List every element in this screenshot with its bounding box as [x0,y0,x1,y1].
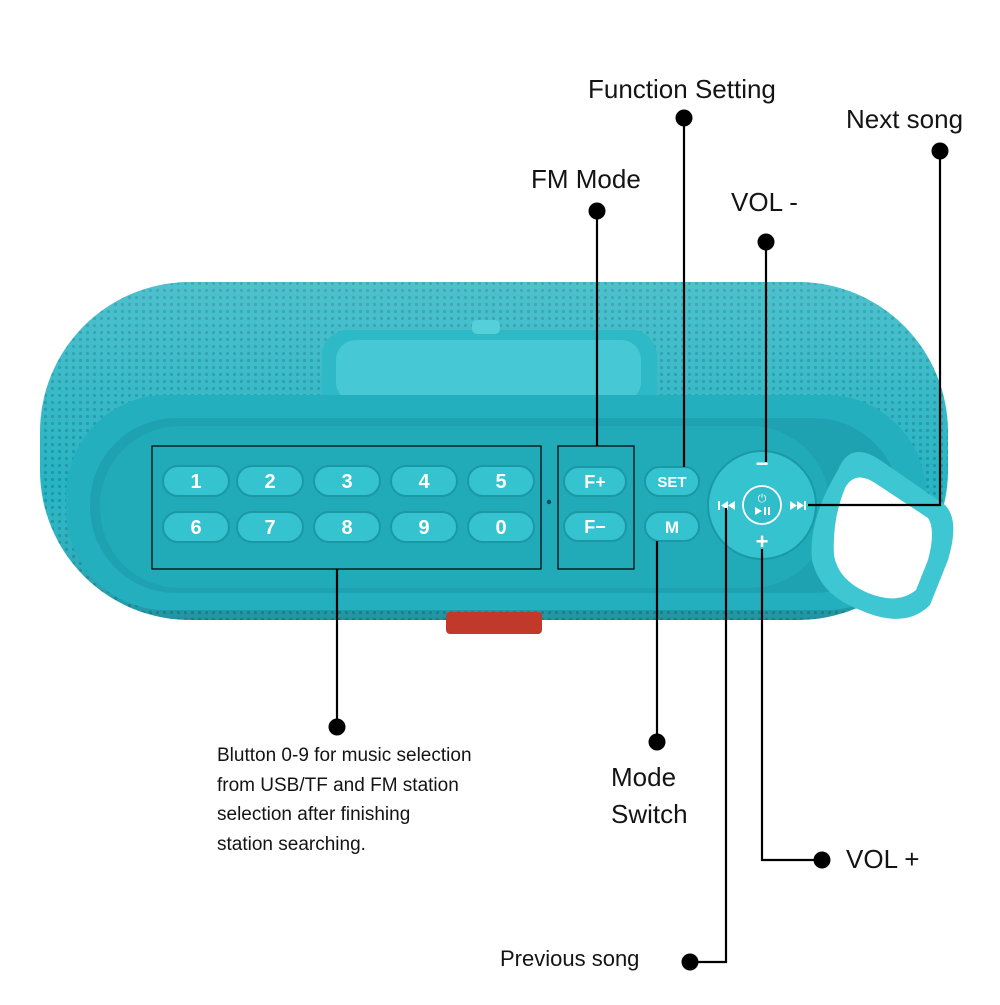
description-line: selection after finishing [217,804,411,825]
callout-dot-icon [675,109,693,127]
set-label: SET [657,474,686,491]
power-icon: ⏻ [758,492,767,505]
digit-button-5[interactable]: 5 [467,465,535,497]
callout-dot-icon [588,202,606,220]
digit-button-2[interactable]: 2 [236,465,304,497]
digit-label: 1 [190,471,201,493]
previous-track-icon[interactable] [718,501,735,510]
digit-group-box [151,445,542,570]
digit-button-4[interactable]: 4 [390,465,458,497]
digit-label: 3 [341,471,352,493]
digit-label: 5 [495,471,506,493]
callout-dot-icon [757,233,775,251]
vol-minus-label: VOL - [731,187,798,217]
digit-label: 9 [418,517,429,539]
callout-dot-icon [813,851,831,869]
mode-button[interactable]: M [644,511,700,542]
mode-label: M [665,518,679,537]
digit-label: 8 [341,517,352,539]
digit-buttons-description: Blutton 0-9 for music selection from USB… [217,741,472,859]
set-button[interactable]: SET [644,466,700,497]
function-setting-label: Function Setting [588,74,776,104]
mic-hole-icon [546,499,552,505]
vol-plus-line [760,549,822,862]
vol-plus-label: VOL + [846,844,920,874]
mode-switch-label-line1: Mode [611,762,677,792]
digit-button-9[interactable]: 9 [390,511,458,543]
digit-button-8[interactable]: 8 [313,511,381,543]
fm-minus-button[interactable]: F− [563,511,627,542]
digit-label: 4 [418,471,430,493]
fm-minus-label: F− [584,517,606,537]
digit-buttons: 1 2 3 4 5 6 7 8 9 0 [162,465,535,543]
mode-switch-label-line2: Switch [611,799,688,829]
callout-dot-icon [931,142,949,160]
description-line: Blutton 0-9 for music selection [217,745,472,766]
callout-dot-icon [328,718,346,736]
callout-dots [328,109,949,971]
callout-lines [335,118,942,964]
description-line: from USB/TF and FM station [217,774,459,796]
digit-label: 7 [264,517,275,539]
callout-dot-icon [648,733,666,751]
play-pause-icon [755,507,770,515]
vol-plus-button[interactable]: + [756,529,769,554]
next-song-label: Next song [846,104,964,134]
fm-mode-label: FM Mode [531,164,641,194]
digit-label: 0 [495,517,506,539]
power-play-button[interactable] [742,485,782,525]
digit-button-0[interactable]: 0 [467,511,535,543]
next-song-line [808,151,942,507]
next-track-icon[interactable] [790,501,806,510]
speaker-body [40,282,954,634]
control-pad: ⏻ − + [707,450,817,560]
fm-plus-label: F+ [584,472,606,492]
fm-plus-button[interactable]: F+ [563,466,627,497]
digit-button-1[interactable]: 1 [162,465,230,497]
digit-button-6[interactable]: 6 [162,511,230,543]
digit-button-7[interactable]: 7 [236,511,304,543]
callout-dot-icon [681,953,699,971]
digit-label: 6 [190,517,201,539]
red-tag [446,612,542,634]
description-line: station searching. [217,833,366,855]
digit-label: 2 [264,471,275,493]
previous-song-label: Previous song [500,946,640,971]
previous-song-line [690,508,728,964]
digit-button-3[interactable]: 3 [313,465,381,497]
